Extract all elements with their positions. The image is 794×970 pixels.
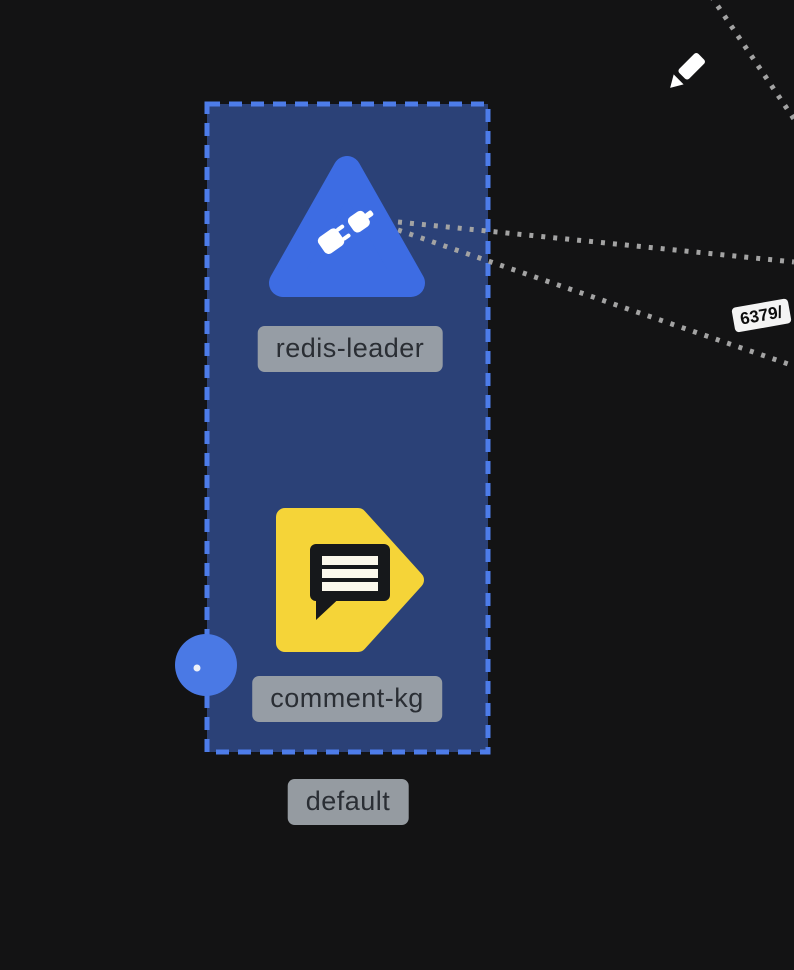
edge-line-top-right [710, 0, 794, 121]
node-label-redis-leader[interactable]: redis-leader [257, 326, 443, 372]
node-comment-kg[interactable] [276, 508, 424, 652]
plug-icon [317, 210, 374, 255]
node-redis-leader[interactable] [269, 156, 425, 297]
namespace-label[interactable]: default [287, 779, 409, 825]
comment-bubble-icon [310, 544, 390, 620]
pencil-icon[interactable] [665, 52, 706, 93]
redis-leader-triangle[interactable] [269, 156, 425, 297]
edges-layer [397, 0, 794, 369]
node-label-comment-kg[interactable]: comment-kg [252, 676, 442, 722]
endpoint-handle[interactable] [175, 634, 237, 696]
edge-line-lower [397, 227, 794, 369]
